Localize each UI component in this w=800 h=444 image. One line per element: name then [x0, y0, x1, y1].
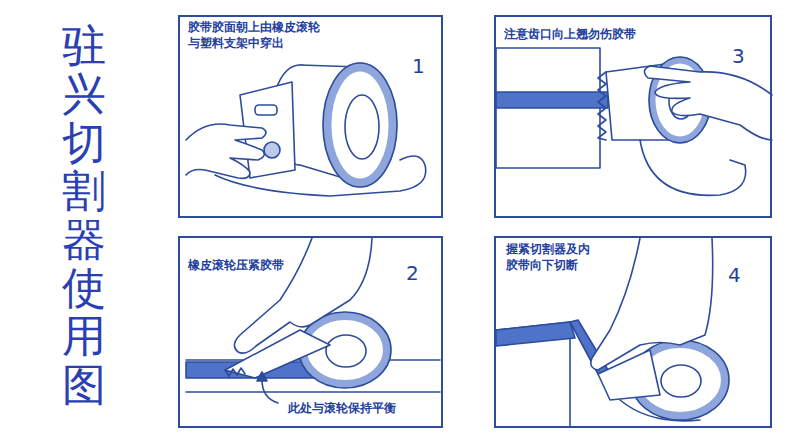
panel-2-drawing [186, 238, 440, 403]
step-caption: 胶带胶面朝上由橡皮滚轮与塑料支架中穿出 [188, 20, 324, 51]
panel-1-drawing [186, 63, 426, 196]
step-panel: 握紧切割器及内胶带向下切断 4 [494, 236, 772, 428]
step-panel: 橡皮滚轮压紧胶带 2 此处与滚轮保持平衡 [178, 236, 443, 428]
vertical-title: 驻兴切割器使用图 [62, 22, 106, 409]
callout-number: 3 [732, 43, 745, 69]
step-caption: 注意齿口向上翘勿伤胶带 [504, 27, 636, 43]
step-panel: 胶带胶面朝上由橡皮滚轮与塑料支架中穿出 1 [178, 15, 443, 218]
step-caption: 橡皮滚轮压紧胶带 [188, 258, 284, 274]
callout-number: 4 [728, 262, 741, 288]
panel-4-drawing [496, 238, 729, 426]
callout-number: 1 [412, 53, 425, 79]
note-label: 此处与滚轮保持平衡 [286, 401, 398, 417]
callout-number: 2 [406, 260, 419, 286]
step-panel: 注意齿口向上翘勿伤胶带 3 [494, 15, 772, 218]
step-caption: 握紧切割器及内胶带向下切断 [506, 242, 592, 273]
panel-3-drawing [496, 48, 772, 195]
